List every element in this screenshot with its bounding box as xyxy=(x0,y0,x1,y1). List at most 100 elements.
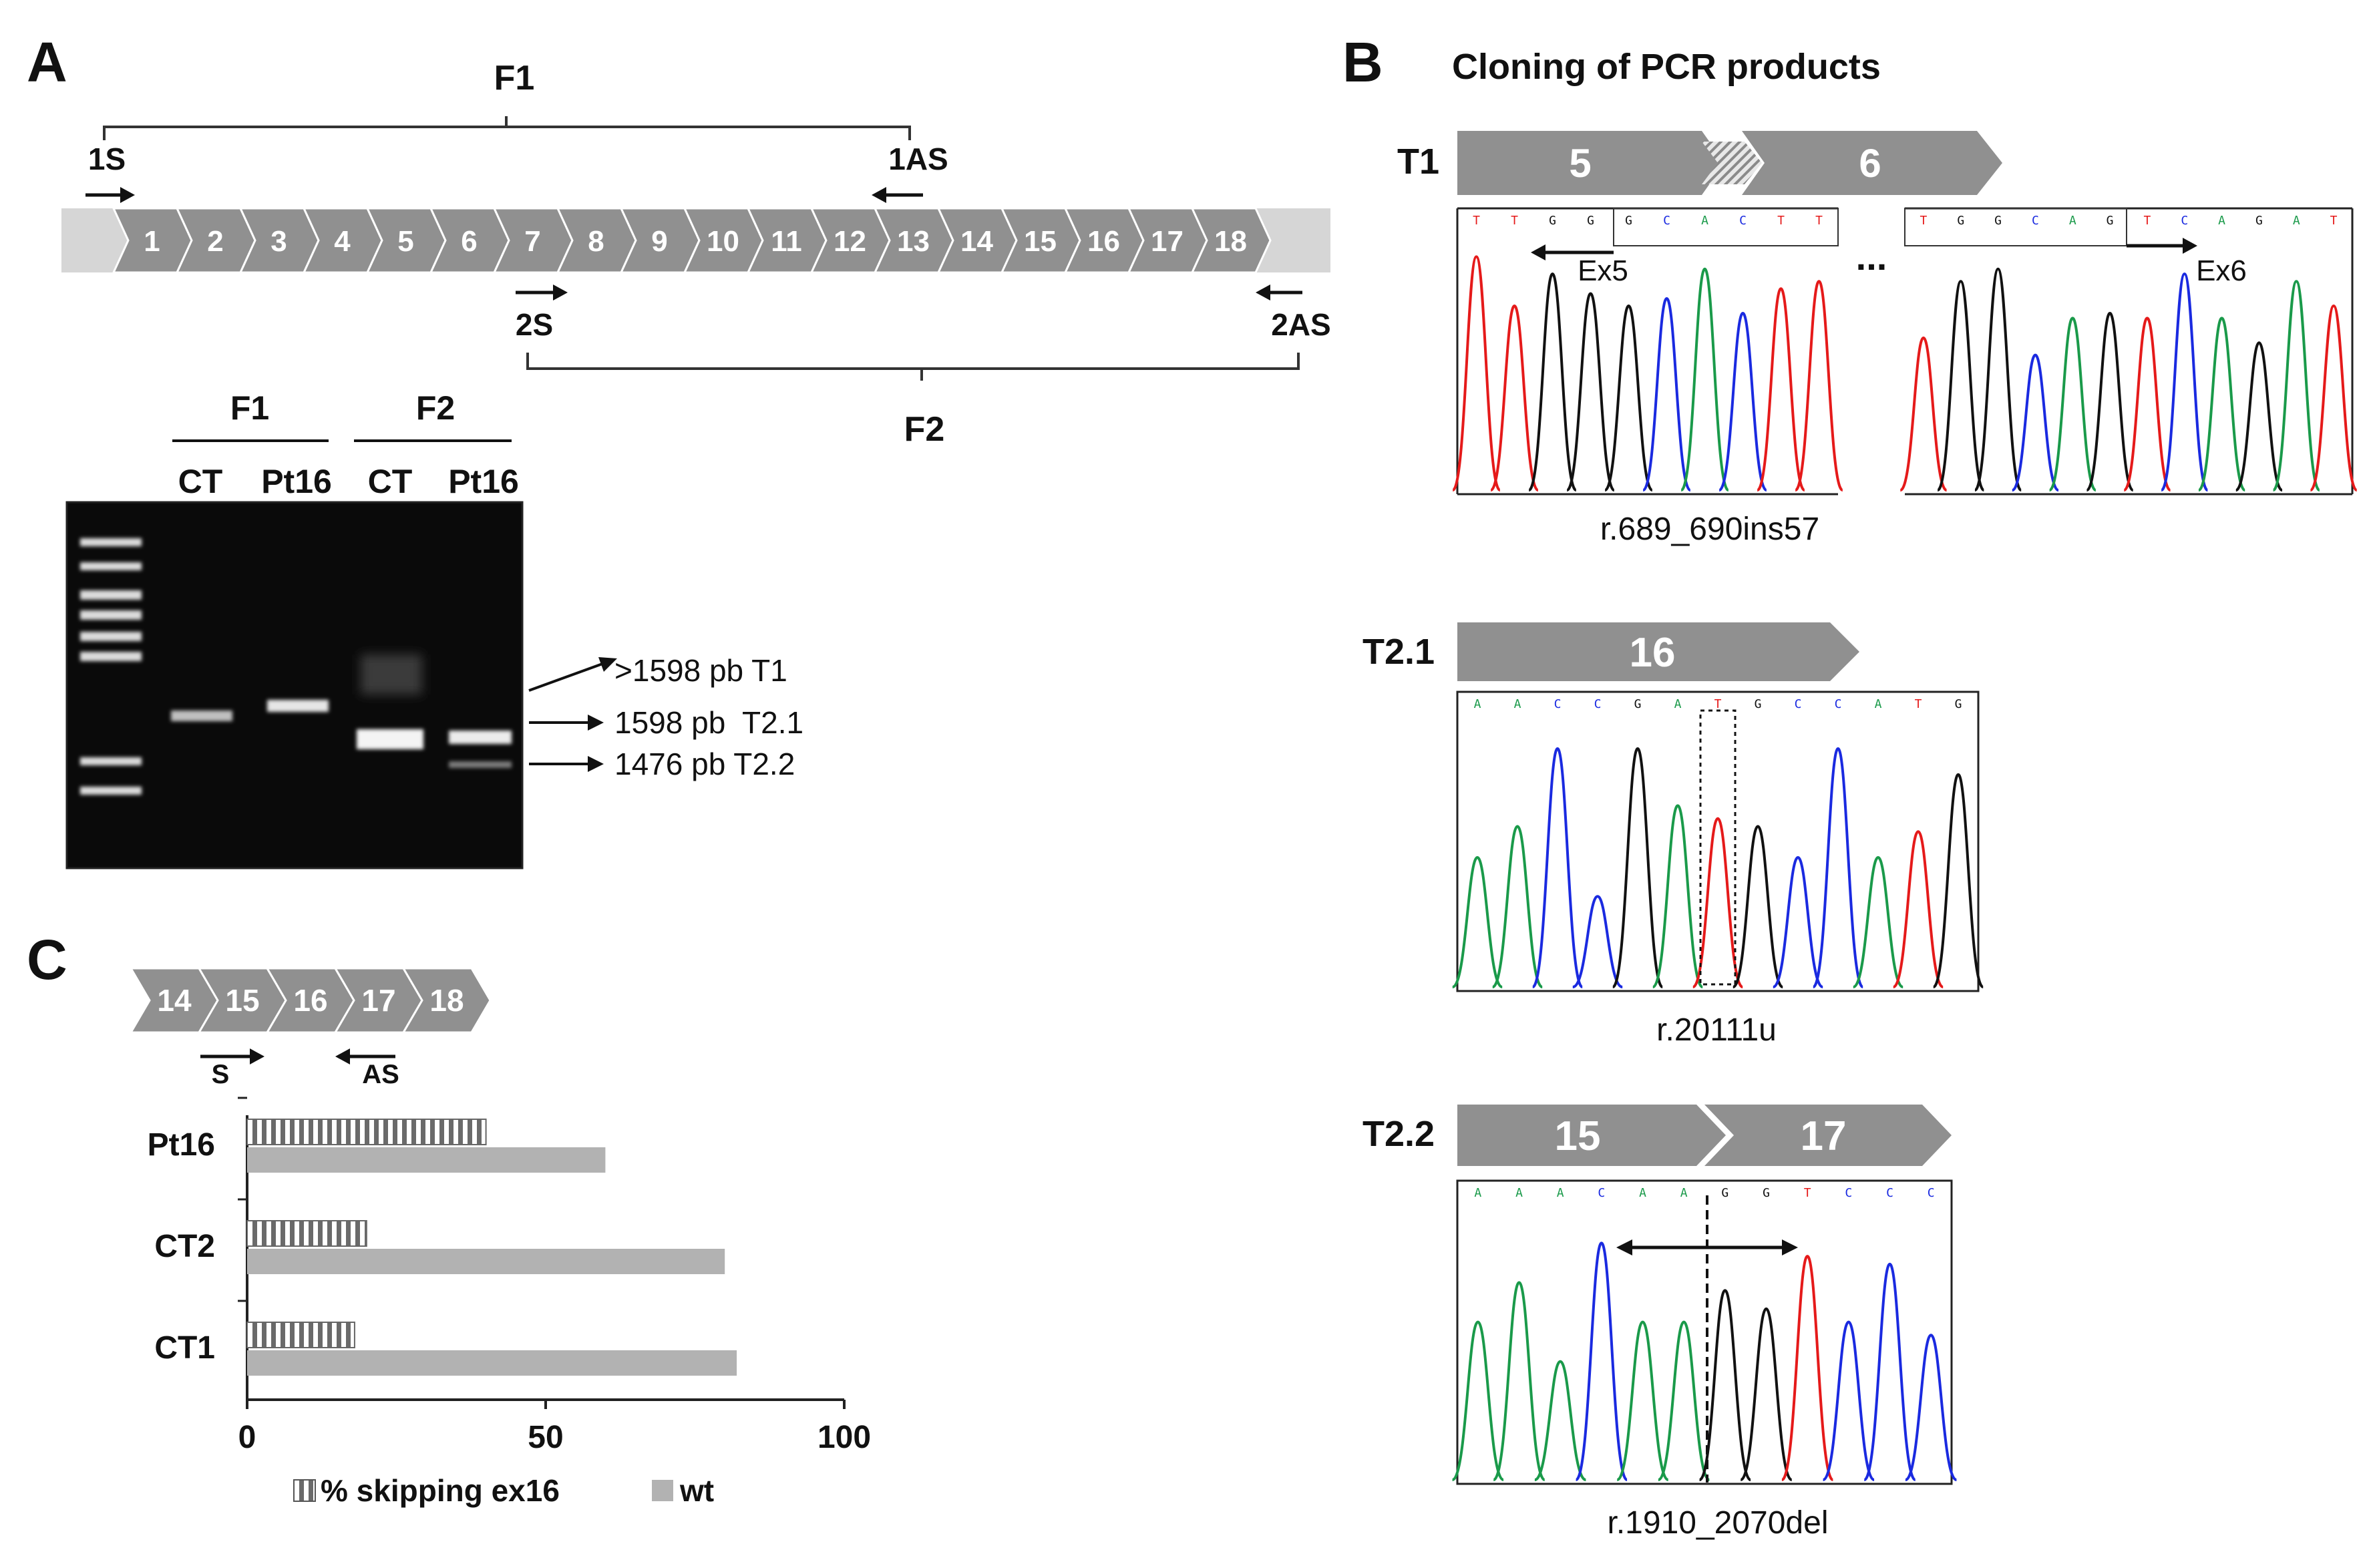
exon-9-label: 9 xyxy=(651,225,667,258)
bar-skipping-ct2 xyxy=(246,1220,367,1247)
trace-peak xyxy=(2123,317,2172,492)
base-call: A xyxy=(1875,697,1882,711)
band-label-t1: >1598 pb T1 xyxy=(614,653,787,688)
c-exon-14-label: 14 xyxy=(157,983,192,1018)
base-call: A xyxy=(1639,1186,1646,1200)
t1-ellipsis: ... xyxy=(1856,236,1887,278)
trace-peak xyxy=(1527,272,1578,492)
base-call: C xyxy=(1598,1186,1605,1200)
panel-c-letter: C xyxy=(27,928,67,991)
base-call: T xyxy=(1777,214,1785,228)
panel-b-letter: B xyxy=(1342,31,1383,93)
exon-15-label: 15 xyxy=(1024,225,1057,258)
f2-bracket xyxy=(526,353,1300,381)
c-exon-16-label: 16 xyxy=(293,983,327,1018)
t22-label: T2.2 xyxy=(1362,1114,1435,1154)
trace-peak xyxy=(1794,280,1844,492)
trace-peak xyxy=(1740,1307,1793,1481)
trace-peak xyxy=(2160,272,2209,492)
f2-label: F2 xyxy=(904,410,945,449)
base-call: G xyxy=(1549,214,1556,228)
gel-band-pt16-f2 xyxy=(449,731,512,744)
base-call: G xyxy=(1634,697,1642,711)
t1-caption: r.689_690ins57 xyxy=(1600,512,1819,547)
base-call: C xyxy=(2032,214,2039,228)
exon-5-label: 5 xyxy=(397,225,413,258)
gel-lane-pt16-f2: Pt16 xyxy=(448,463,519,500)
base-call: C xyxy=(1845,1186,1852,1200)
trace-peak xyxy=(1604,304,1654,492)
gel-lane-ct-f1: CT xyxy=(178,463,223,500)
base-call: T xyxy=(1920,214,1927,228)
base-call: A xyxy=(1515,1186,1523,1200)
trace-peak xyxy=(2235,341,2284,492)
trace-peak xyxy=(2271,280,2321,492)
gel-ladder xyxy=(80,538,142,795)
exon-8-label: 8 xyxy=(588,225,604,258)
base-call: T xyxy=(1473,214,1480,228)
trace-peak xyxy=(1493,1281,1545,1481)
x-tick-label: 100 xyxy=(817,1420,871,1455)
bar-skipping-pt16 xyxy=(246,1119,487,1145)
band-label-t22: 1476 pb T2.2 xyxy=(614,747,795,781)
primer-2as-arrow xyxy=(1256,284,1302,301)
base-call: C xyxy=(1928,1186,1935,1200)
category-label-ct1: CT1 xyxy=(154,1330,215,1366)
base-call: A xyxy=(1514,697,1521,711)
base-call: T xyxy=(1915,697,1922,711)
ex5-label: Ex5 xyxy=(1578,254,1628,287)
legend-label-wt: wt xyxy=(679,1473,714,1508)
t1-exon-6-shape xyxy=(1742,131,2002,195)
band-arrow-t21 xyxy=(529,715,604,731)
gel-image xyxy=(65,501,524,869)
primer-as-arrow xyxy=(335,1048,395,1064)
trace-peak xyxy=(1574,1241,1629,1481)
bar-skipping-ct1 xyxy=(246,1322,355,1348)
bar-wt-ct1 xyxy=(247,1350,737,1376)
base-call: G xyxy=(1721,1186,1728,1200)
base-call: C xyxy=(1795,697,1802,711)
legend-label-skip: % skipping ex16 xyxy=(321,1473,560,1508)
trace-peak xyxy=(1451,255,1501,492)
c-exon-18-label: 18 xyxy=(429,983,464,1018)
base-call: T xyxy=(1511,214,1518,228)
x-tick-label: 0 xyxy=(238,1420,256,1455)
base-call: C xyxy=(1554,697,1562,711)
trace-peak xyxy=(2011,353,2060,492)
trace-peak xyxy=(1732,825,1784,988)
f1-label: F1 xyxy=(494,59,535,97)
trace-peak xyxy=(2085,312,2135,492)
t22-caption: r.1910_2070del xyxy=(1608,1505,1829,1541)
category-label-ct2: CT2 xyxy=(154,1229,215,1264)
primer-as-label: AS xyxy=(362,1060,399,1089)
base-call: T xyxy=(2330,214,2338,228)
x-tick-label: 50 xyxy=(528,1420,563,1455)
trace-peak xyxy=(1892,830,1944,988)
bar-wt-pt16 xyxy=(247,1147,606,1173)
base-call: A xyxy=(1474,1186,1481,1200)
t1-label: T1 xyxy=(1397,142,1439,182)
trace-peak xyxy=(1572,895,1624,988)
exon-16-label: 16 xyxy=(1087,225,1120,258)
base-call: C xyxy=(1594,697,1602,711)
t22-exon-15-shape xyxy=(1457,1105,1726,1166)
t1-insertion-shape xyxy=(1702,142,1762,184)
exon-18-shape xyxy=(1190,207,1272,274)
trace-peak xyxy=(2197,317,2247,492)
base-call: G xyxy=(1955,697,1962,711)
gel-band-pt16-f1 xyxy=(267,700,329,712)
primer-1as-arrow xyxy=(872,187,923,203)
exon-10-label: 10 xyxy=(707,225,739,258)
base-call: G xyxy=(1587,214,1594,228)
trace-peak xyxy=(1642,297,1692,492)
t21-exon-16-label: 16 xyxy=(1630,630,1676,676)
t22-exon-15-label: 15 xyxy=(1555,1113,1601,1159)
trace-peak xyxy=(1611,747,1664,988)
trace-peak xyxy=(1652,804,1704,988)
base-call: G xyxy=(1763,1186,1770,1200)
t22-exon-17-label: 17 xyxy=(1801,1113,1847,1159)
gel-smear-ct-f2 xyxy=(361,654,422,695)
